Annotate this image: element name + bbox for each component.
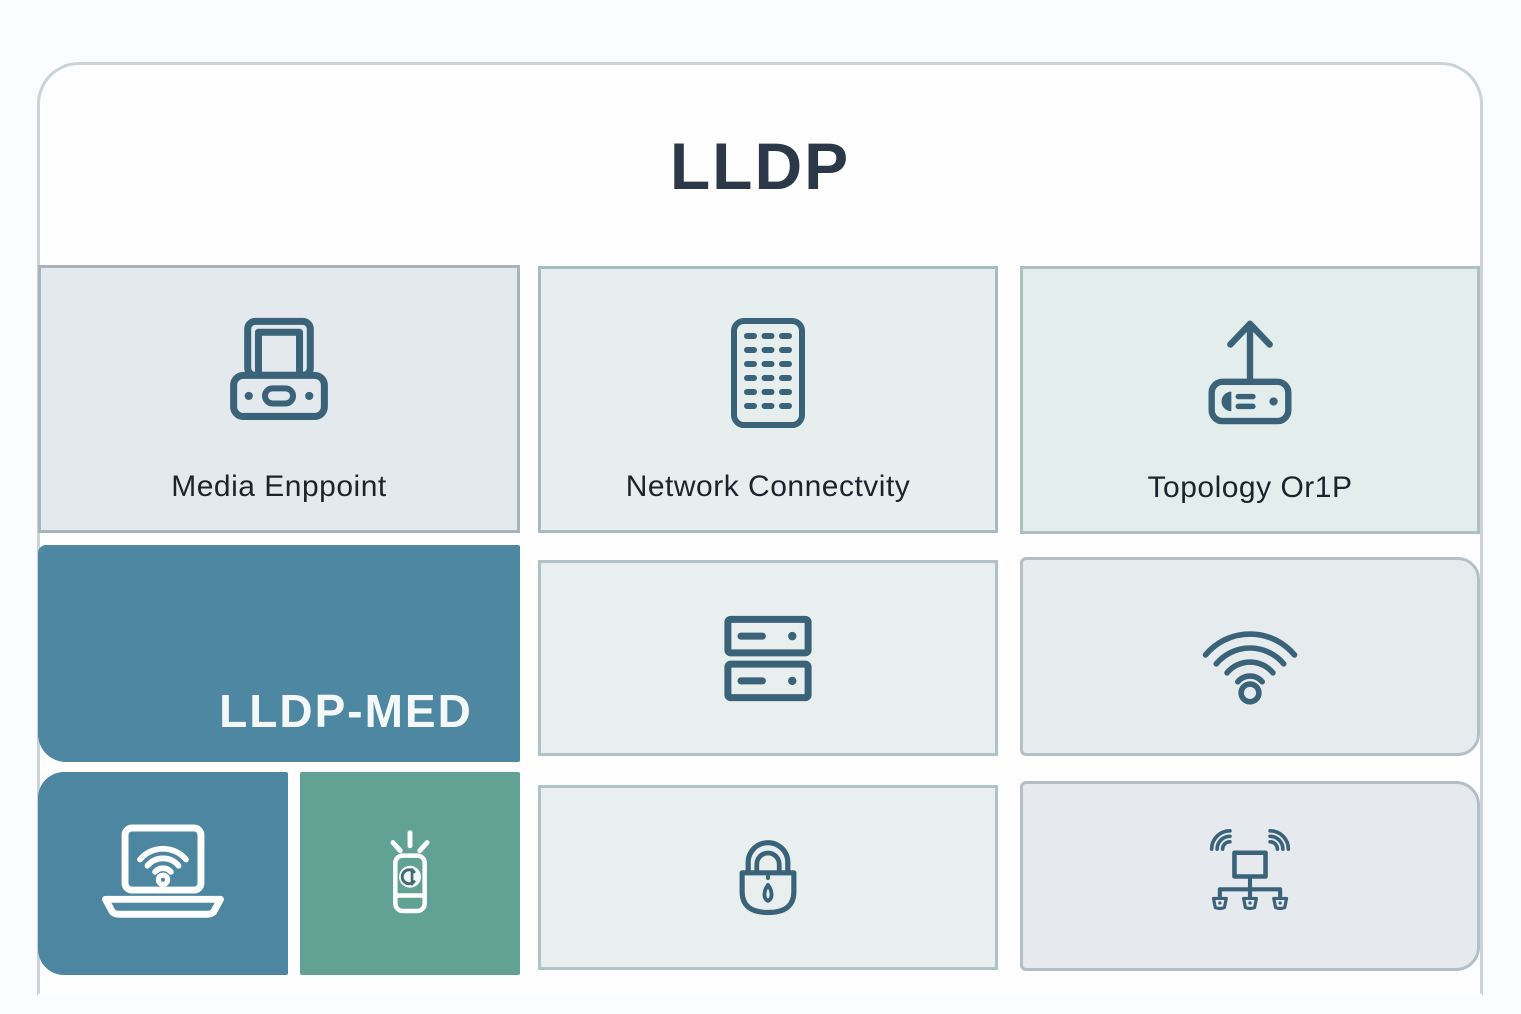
cell-wifi <box>1020 557 1480 756</box>
router-uplink-arrow-icon <box>1191 317 1309 427</box>
cell-lldp-med: LLDP-MED <box>38 545 520 762</box>
wifi-signal-icon <box>1194 608 1306 705</box>
topology-label: Topology Or1P <box>1147 471 1353 504</box>
media-endpoint-label: Media Enppoint <box>171 470 387 503</box>
lldp-med-label: LLDP-MED <box>219 685 473 737</box>
page-title: LLDP <box>669 129 851 203</box>
padlock-icon <box>716 828 820 928</box>
network-connectivity-label: Network Connectvity <box>625 470 911 503</box>
cell-server-stack <box>538 560 998 756</box>
port-panel-icon <box>718 317 818 429</box>
network-tree-icon <box>1186 828 1314 924</box>
server-stack-icon <box>712 610 824 707</box>
cell-lock <box>538 785 998 970</box>
laptop-wifi-icon <box>94 821 232 927</box>
cell-laptop-wifi <box>38 772 288 975</box>
cell-media-endpoint: Media Enppoint <box>38 265 520 533</box>
cell-smartphone <box>300 772 520 975</box>
cell-network-connectivity: Network Connectvity <box>538 266 998 533</box>
cell-topology: Topology Or1P <box>1020 266 1480 534</box>
smartphone-alert-icon <box>361 823 459 924</box>
media-endpoint-device-icon <box>214 316 344 424</box>
cell-network-tree <box>1020 781 1480 971</box>
